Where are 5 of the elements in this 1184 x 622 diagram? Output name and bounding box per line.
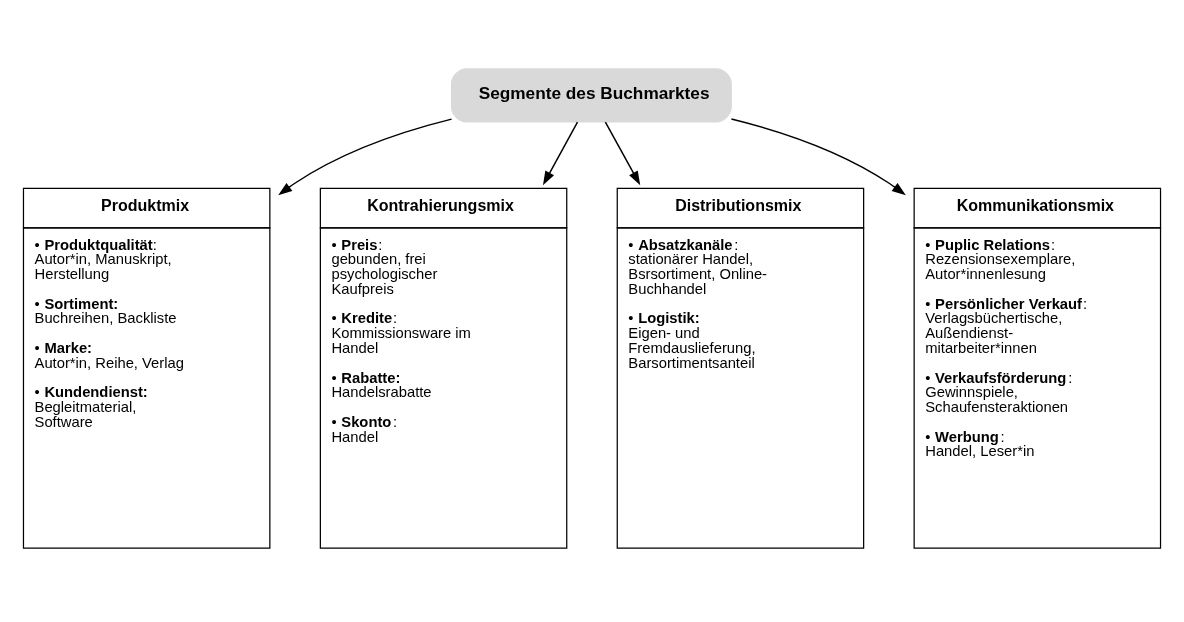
arrow [278,118,453,196]
arrow [542,121,579,186]
arrow [604,121,641,186]
arrow [730,118,906,196]
node-box: Segmente des Buchmarktes [450,68,732,123]
